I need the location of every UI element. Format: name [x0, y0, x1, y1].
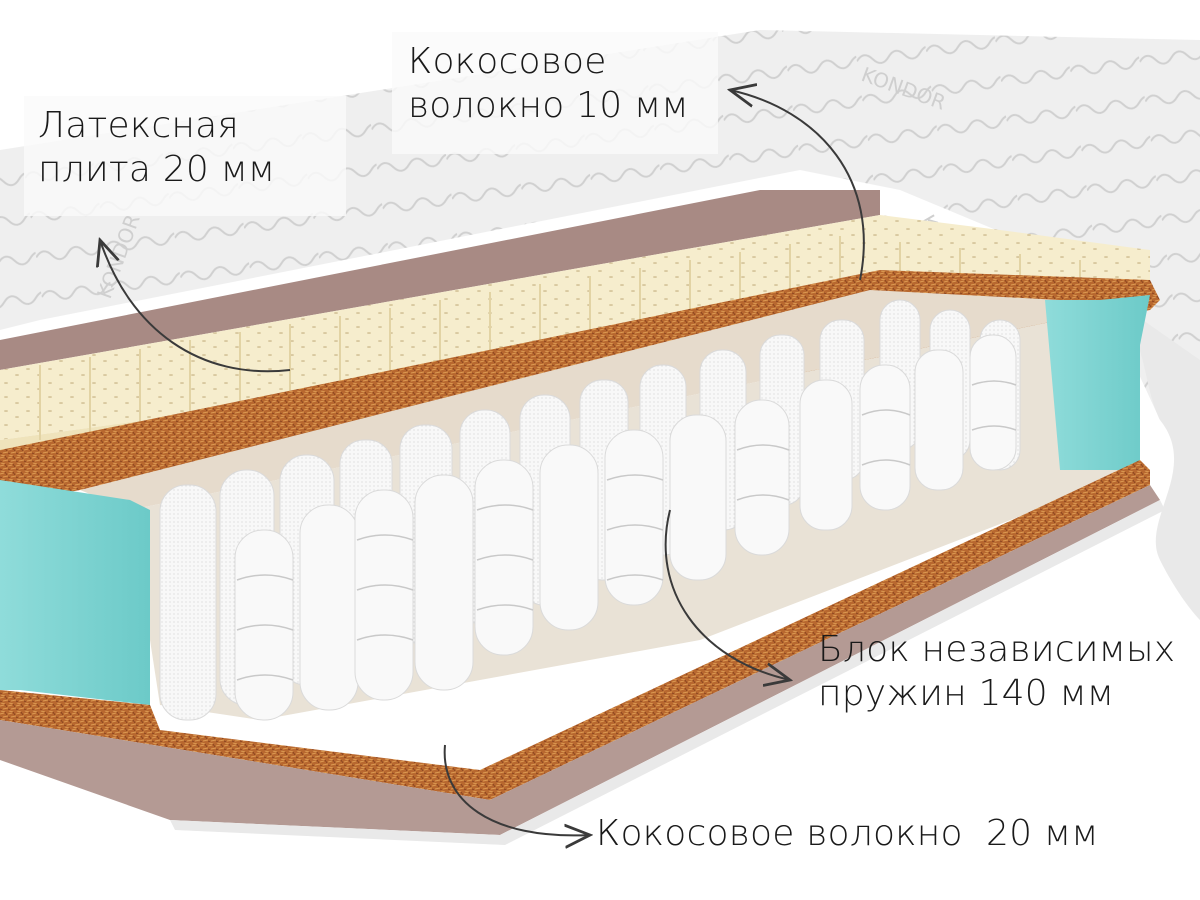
top-felt-layer — [0, 190, 880, 370]
label-springs-line2: пружин 140 мм — [818, 672, 1115, 714]
label-latex-slab: Латексная плита 20 мм — [38, 104, 275, 192]
arrow-latex — [100, 240, 291, 373]
label-backdrop-coconut-top — [392, 32, 718, 154]
label-coconut-fiber-bottom: Кокосовое волокно 20 мм — [596, 812, 1099, 856]
arrow-springs — [664, 509, 790, 680]
label-backdrop-latex — [24, 96, 346, 216]
label-coconut-bottom-line1: Кокосовое волокно 20 мм — [596, 813, 1099, 854]
label-coconut-top-line2: волокно 10 мм — [408, 84, 689, 126]
arrow-coconut-top — [730, 90, 865, 281]
annotation-arrows — [100, 90, 865, 835]
perimeter-foam-right — [1045, 295, 1150, 470]
label-coconut-top-line1: Кокосовое — [408, 41, 607, 82]
label-spring-block: Блок независимых пружин 140 мм — [818, 628, 1175, 716]
label-springs-line1: Блок независимых — [818, 629, 1176, 670]
arrow-coconut-bottom — [443, 744, 590, 835]
spacer-felt-top — [80, 290, 1060, 510]
coconut-bottom-layer — [0, 460, 1150, 800]
label-latex-line2: плита 20 мм — [38, 148, 276, 190]
pocket-springs — [159, 299, 1021, 721]
bottom-felt-layer — [0, 485, 1160, 835]
label-latex-line1: Латексная — [38, 105, 239, 146]
label-coconut-fiber-top: Кокосовое волокно 10 мм — [408, 40, 689, 128]
perimeter-foam-left — [0, 480, 150, 705]
